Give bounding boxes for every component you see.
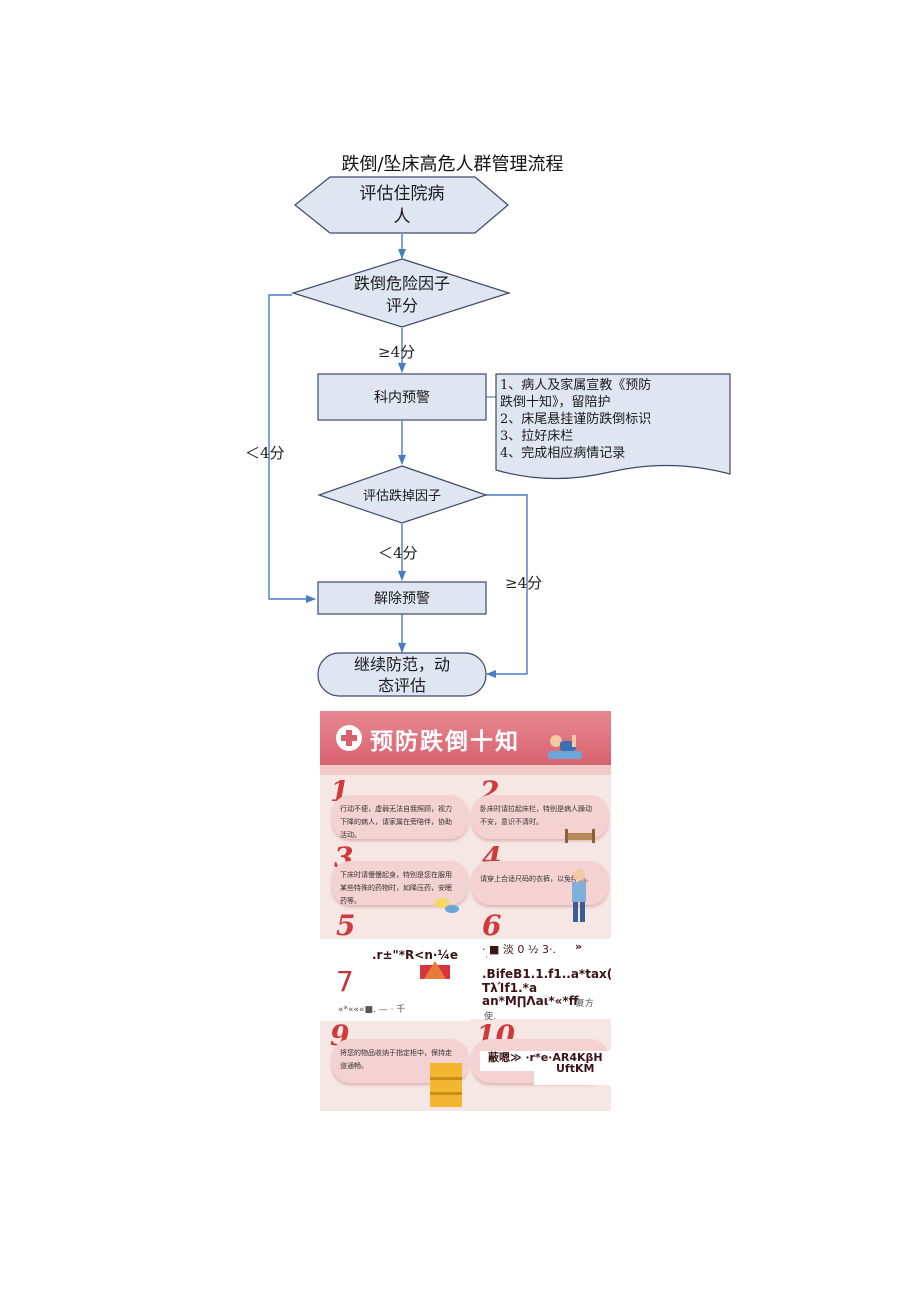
poster-title: 预防跌倒十知 (370, 729, 520, 755)
warning-sign-graphic (420, 961, 450, 979)
storage-cabinet-icon (430, 1063, 462, 1107)
note-line-3: 2、床尾悬挂谨防跌倒标识 (500, 412, 652, 427)
arrow-reassess-ge4-to-end (486, 494, 528, 678)
connector-group (268, 234, 528, 678)
risk-decision-line2: 评分 (386, 296, 418, 315)
pill-icon (434, 898, 459, 913)
note-line-4: 3、拉好床栏 (500, 429, 574, 444)
start-node-shape (294, 176, 509, 234)
release-node-shape (317, 581, 487, 615)
tip-number-5: 5 (336, 909, 356, 942)
ocr-number-7: 7 (336, 965, 354, 998)
ocr-line-c1: · ■ 淡 0 ½ 3·. (482, 943, 557, 956)
tip-card-3: 下床时请慢慢起身，特别是您在服用某些特殊的药物时，如降压药，安眠药等。 (332, 861, 468, 905)
end-node-line2: 态评估 (378, 676, 426, 695)
fall-prevention-poster: 预防跌倒十知 1 行动不便，虚弱无法自我照顾，视力下降的病人，请家属在旁陪伴，协… (320, 711, 611, 1111)
flowchart-title: 跌倒/坠床高危人群管理流程 (341, 154, 564, 175)
ocr-overlay-left (320, 939, 470, 1021)
end-node-shape (317, 652, 487, 697)
ocr-line-d2: UftKM (556, 1062, 595, 1075)
tip-number-6: 6 (482, 909, 502, 942)
ocr-line-c1-end: » (575, 940, 583, 953)
edge-label-ge4-right: ≥4分 (505, 574, 542, 592)
ocr-overlay-bottom-right-2 (534, 1069, 611, 1085)
ocr-line-a: .r±"*R<n·¼e (372, 948, 459, 962)
edge-label-lt4-mid: ＜4分 (378, 544, 418, 562)
note-line-2: 跌倒十知》，留陪护 (500, 395, 611, 410)
poster-header-strip (320, 765, 611, 775)
tip-text-2: 卧床时请拉起床栏，特别是病人躁动不安，意识不清时。 (480, 805, 592, 826)
ocr-line-c3: .BifeB1.1.f1..a*tax( (482, 967, 611, 981)
reassess-decision-label: 评估跌掉因子 (363, 488, 441, 504)
ocr-overlay-bottom-right (480, 1051, 611, 1071)
reassess-decision-shape (317, 465, 488, 524)
start-node-line1: 评估住院病 (360, 184, 445, 204)
falling-person-illustration (548, 735, 582, 759)
ocr-line-b: «*«««■. — · 千 (338, 1005, 406, 1015)
medical-cross-icon (336, 725, 362, 751)
edge-label-lt4-left: ＜4分 (245, 444, 285, 462)
note-box-shape (495, 373, 731, 480)
ocr-line-c5-end: · 复方 (570, 999, 594, 1009)
ocr-line-d1: 蔽嗯≫ ·r*e·AR4KβH (488, 1051, 603, 1064)
bed-icon (565, 829, 595, 843)
end-node-line1: 继续防范，动 (354, 655, 450, 674)
alert-node-shape (317, 373, 487, 421)
tip-text-1: 行动不便，虚弱无法自我照顾，视力下降的病人，请家属在旁陪伴，协助活动。 (340, 805, 452, 839)
tip-text-3: 下床时请慢慢起身，特别是您在服用某些特殊的药物时，如降压药，安眠药等。 (340, 871, 452, 905)
ocr-line-c2: · (485, 953, 488, 963)
risk-decision-line1: 跌倒危险因子 (354, 274, 450, 293)
tip-text-4: 请穿上合适尺码的衣裤，以免绊倒。 (480, 875, 592, 883)
tip-card-1: 行动不便，虚弱无法自我照顾，视力下降的病人，请家属在旁陪伴，协助活动。 (332, 795, 468, 839)
ocr-line-c5: an*M∏Λaι*«*ff (482, 994, 579, 1008)
alert-node-label: 科内预警 (374, 390, 430, 406)
note-text: 1、病人及家属宣教《预防 跌倒十知》，留陪护 2、床尾悬挂谨防跌倒标识 3、拉好… (500, 377, 726, 462)
ocr-overlay-right (470, 939, 611, 1019)
edge-label-ge4-top: ≥4分 (378, 343, 415, 361)
release-node-label: 解除预警 (374, 591, 430, 607)
start-node-line2: 人 (394, 207, 411, 227)
flowchart: 评估住院病 人 跌倒危险因子 评分 科内预警 评估跌掉因子 解除预警 继续防范，… (245, 176, 731, 697)
tip-text-9: 将您的物品收纳于指定柜中，保持走道通畅。 (340, 1049, 452, 1070)
ocr-line-c6: 使. (484, 1012, 496, 1022)
arrow-risk-lt4-to-release (268, 294, 316, 603)
tip-card-2: 卧床时请拉起床栏，特别是病人躁动不安，意识不清时。 (472, 795, 608, 839)
clothing-person-icon (572, 869, 586, 922)
risk-score-decision-shape (290, 258, 511, 328)
note-line-5: 4、完成相应病情记录 (500, 446, 626, 461)
note-line-1: 1、病人及家属宣教《预防 (500, 378, 652, 393)
ocr-line-c4: TλΊf1.*a (482, 981, 538, 995)
